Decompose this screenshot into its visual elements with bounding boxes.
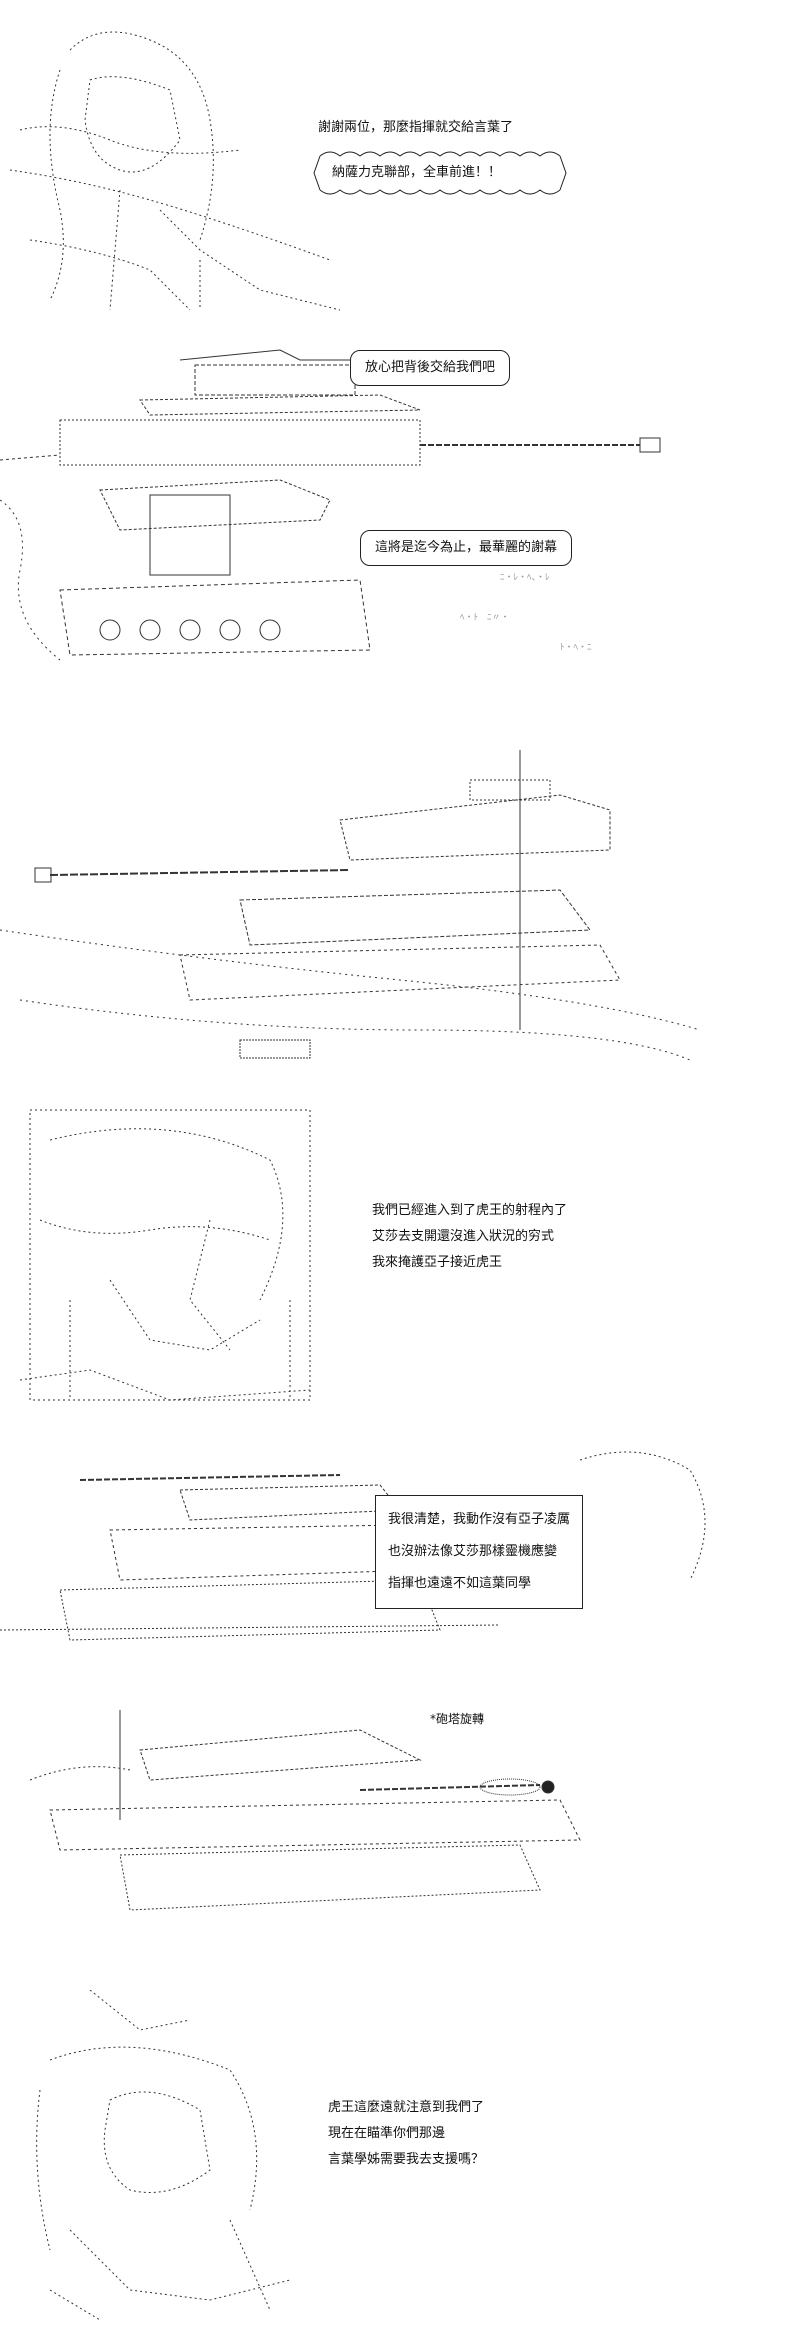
tank-art-2 bbox=[0, 750, 701, 1061]
scalloped-bubble bbox=[313, 151, 567, 195]
panel-6: *砲塔旋轉 bbox=[0, 1670, 800, 1970]
narration-line: 虎王這麼遠就注意到我們了 bbox=[328, 2100, 485, 2115]
narration-line: 言葉學姊需要我去支援嗎？ bbox=[328, 2152, 485, 2167]
svg-text:ﾆ・ﾚ・ﾍ、・ﾚ: ﾆ・ﾚ・ﾍ、・ﾚ bbox=[500, 573, 550, 583]
speech-line-2: 納薩力克聯部，全車前進！！ bbox=[332, 165, 502, 180]
narration-line: 現在在瞄準你們那邊 bbox=[328, 2126, 446, 2141]
narration-line: 我們已經進入到了虎王的射程內了 bbox=[372, 1203, 568, 1218]
character-art-2 bbox=[19, 1109, 311, 1401]
sound-effect-label: *砲塔旋轉 bbox=[430, 1712, 485, 1726]
panel-5: 我很清楚，我動作沒有亞子凌厲 也沒辦法像艾莎那樣靈機應變 指揮也遠遠不如這葉同學 bbox=[0, 1440, 800, 1670]
svg-text:ﾍ・ﾄ ﾆ〃・: ﾍ・ﾄ ﾆ〃・ bbox=[460, 613, 510, 623]
speech-bubble-2: 這將是迄今為止，最華麗的謝幕 bbox=[360, 530, 573, 566]
panel-7: 虎王這麼遠就注意到我們了 現在在瞄準你們那邊 言葉學姊需要我去支援嗎？ bbox=[0, 1970, 800, 2349]
narration-line: 也沒辦法像艾莎那樣靈機應變 bbox=[388, 1544, 558, 1559]
svg-text:ﾄ・ﾍ・ﾆ: ﾄ・ﾍ・ﾆ bbox=[560, 643, 592, 653]
tank-art-3 bbox=[0, 1451, 706, 1641]
speech-bubble-1: 放心把背後交給我們吧 bbox=[350, 350, 511, 386]
narration-line: 我很清楚，我動作沒有亞子凌厲 bbox=[388, 1512, 571, 1527]
narration-line: 我來掩護亞子接近虎王 bbox=[372, 1255, 503, 1270]
speech-line-1: 謝謝兩位，那麼指揮就交給言葉了 bbox=[318, 120, 514, 135]
narration-line: 艾莎去支開還沒進入狀況的穷式 bbox=[372, 1229, 555, 1244]
tank-art-4 bbox=[29, 1710, 581, 1911]
narration-block-1: 我們已經進入到了虎王的射程內了 艾莎去支開還沒進入狀況的穷式 我來掩護亞子接近虎… bbox=[372, 1198, 567, 1276]
character-art-1 bbox=[9, 31, 341, 311]
narration-block-2: 虎王這麼遠就注意到我們了 現在在瞄準你們那邊 言葉學姊需要我去支援嗎？ bbox=[328, 2095, 484, 2173]
character-art-3 bbox=[36, 1990, 291, 2321]
narration-line: 指揮也遠遠不如這葉同學 bbox=[388, 1576, 532, 1591]
narration-box: 我很清楚，我動作沒有亞子凌厲 也沒辦法像艾莎那樣靈機應變 指揮也遠遠不如這葉同學 bbox=[375, 1495, 584, 1609]
panel-1: 謝謝兩位，那麼指揮就交給言葉了 納薩力克聯部，全車前進！！ bbox=[0, 0, 800, 320]
panel-4: 我們已經進入到了虎王的射程內了 艾莎去支開還沒進入狀況的穷式 我來掩護亞子接近虎… bbox=[0, 1080, 800, 1440]
panel-3 bbox=[0, 700, 800, 1080]
panel-2: ﾍ〃 ｨ ﾄ・、・ ﾆ・ﾚ・ﾍ、・ﾚ ﾍ・ﾄ ﾆ〃・ ﾄ・ﾍ・ﾆ 放心把背後交給… bbox=[0, 320, 800, 700]
